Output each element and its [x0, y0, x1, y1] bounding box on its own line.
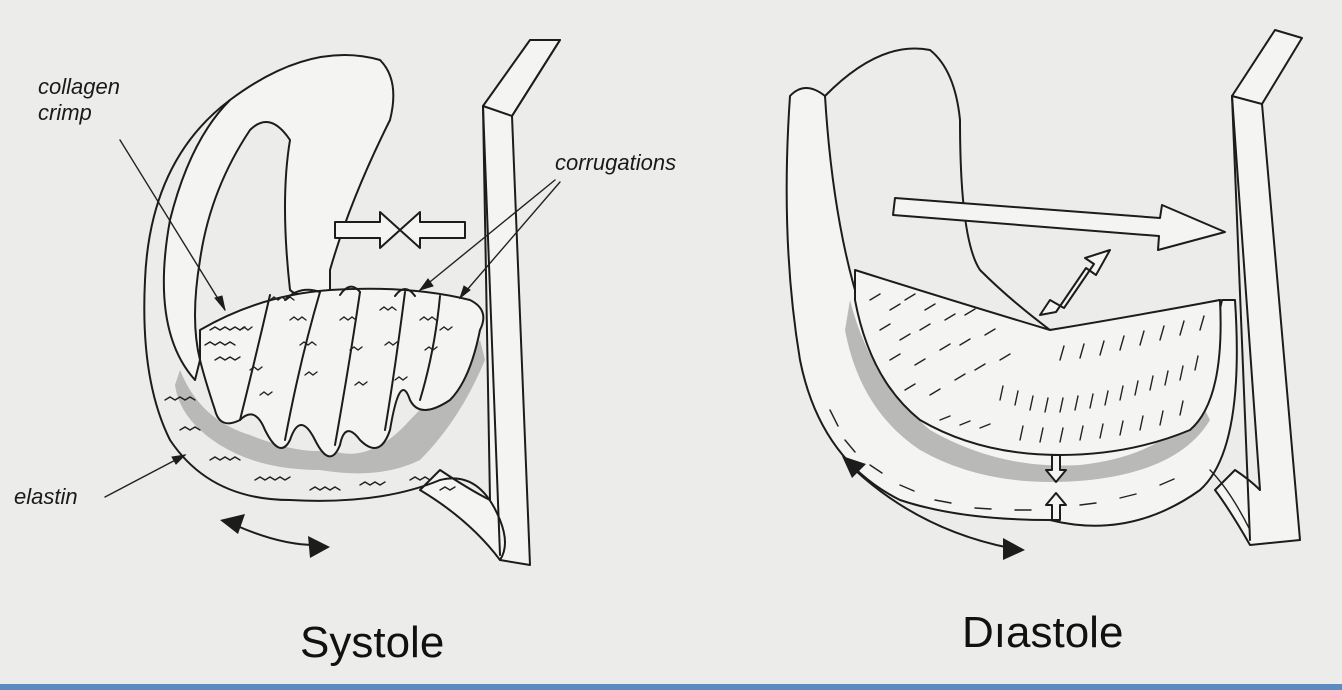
collagen-crimp-pattern — [204, 296, 453, 396]
diastole-figure — [785, 29, 1303, 560]
diastole-caption: Dıastole — [962, 608, 1124, 657]
elastin-label: elastin — [14, 484, 78, 509]
collagen-crimp-label: collagen crimp — [38, 74, 120, 126]
diastole-compression-arrows — [1045, 454, 1067, 521]
diastole-fiber-pattern — [869, 293, 1205, 443]
collagen-crimp-label-line2: crimp — [38, 100, 92, 125]
systole-compression-arrows — [334, 211, 466, 249]
diastole-diagonal-arrow — [1039, 249, 1111, 316]
systole-leader-lines — [104, 139, 561, 498]
systole-leaflet — [143, 54, 506, 561]
diastole-stretch-arrow — [842, 456, 1025, 560]
systole-stretch-arrow — [220, 514, 330, 558]
systole-figure — [104, 39, 561, 566]
corrugations-label: corrugations — [555, 150, 677, 175]
diastole-leaflet — [785, 47, 1238, 527]
diastole-tension-arrow — [892, 197, 1226, 251]
diastole-elastin-pattern — [829, 409, 1251, 531]
systole-caption: Systole — [300, 618, 445, 667]
elastin-pattern — [164, 396, 456, 491]
bottom-accent-bar — [0, 684, 1342, 690]
collagen-crimp-label-line1: collagen — [38, 74, 120, 99]
diastole-aortic-wall — [1214, 29, 1303, 546]
